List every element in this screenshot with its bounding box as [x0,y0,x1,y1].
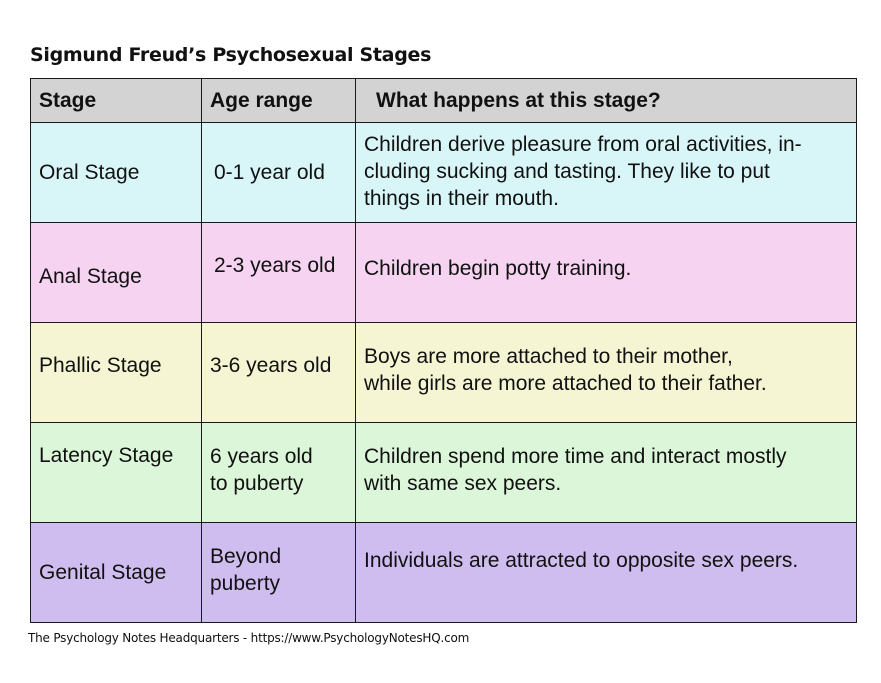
table-header-row: Stage Age range What happens at this sta… [30,78,857,123]
age-cell: Beyond puberty [201,522,356,623]
description-line: things in their mouth. [364,187,559,210]
description-line: Individuals are attracted to opposite se… [364,549,799,572]
description-cell: Children begin potty training. [355,222,857,323]
stage-cell: Phallic Stage [30,322,202,423]
description-cell: Individuals are attracted to opposite se… [355,522,857,623]
column-header-what-label: What happens at this stage? [376,89,661,112]
footer-credit: The Psychology Notes Headquarters - http… [28,631,470,645]
description-line: Children spend more time and interact mo… [364,445,787,468]
stage-cell: Oral Stage [30,122,202,223]
description-line: Children derive pleasure from oral activ… [364,133,802,156]
age-cell: 2-3 years old [201,222,356,323]
description-line: Boys are more attached to their mother, [364,345,733,368]
description-cell: Children derive pleasure from oral activ… [355,122,857,223]
stage-cell: Latency Stage [30,422,202,523]
table-row-anal: Anal Stage 2-3 years old Children begin … [30,222,857,323]
age-line: puberty [210,572,281,595]
stage-label: Phallic Stage [39,354,162,377]
description-line: cluding sucking and tasting. They like t… [364,160,770,183]
description-line: with same sex peers. [364,472,562,495]
age-cell: 0-1 year old [201,122,356,223]
table-row-genital: Genital Stage Beyond puberty Individuals… [30,522,857,623]
column-header-age: Age range [201,78,356,123]
age-cell: 3-6 years old [201,322,356,423]
stage-cell: Anal Stage [30,222,202,323]
age-line: 0-1 year old [214,161,325,184]
stage-label: Genital Stage [39,561,167,584]
age-line: Beyond [210,545,282,568]
age-line: 2-3 years old [214,254,336,277]
age-line: 6 years old [210,445,313,468]
page-title: Sigmund Freud’s Psychosexual Stages [30,44,432,66]
table-row-phallic: Phallic Stage 3-6 years old Boys are mor… [30,322,857,423]
age-line: to puberty [210,472,304,495]
description-cell: Children spend more time and interact mo… [355,422,857,523]
table-row-oral: Oral Stage 0-1 year old Children derive … [30,122,857,223]
column-header-stage: Stage [30,78,202,123]
age-cell: 6 years old to puberty [201,422,356,523]
table-row-latency: Latency Stage 6 years old to puberty Chi… [30,422,857,523]
stage-cell: Genital Stage [30,522,202,623]
age-line: 3-6 years old [210,354,332,377]
stages-table: Stage Age range What happens at this sta… [30,78,857,623]
stage-label: Anal Stage [39,265,142,288]
description-line: while girls are more attached to their f… [364,372,767,395]
stage-label: Latency Stage [39,444,174,467]
description-cell: Boys are more attached to their mother, … [355,322,857,423]
column-header-what: What happens at this stage? [355,78,857,123]
description-line: Children begin potty training. [364,257,632,280]
